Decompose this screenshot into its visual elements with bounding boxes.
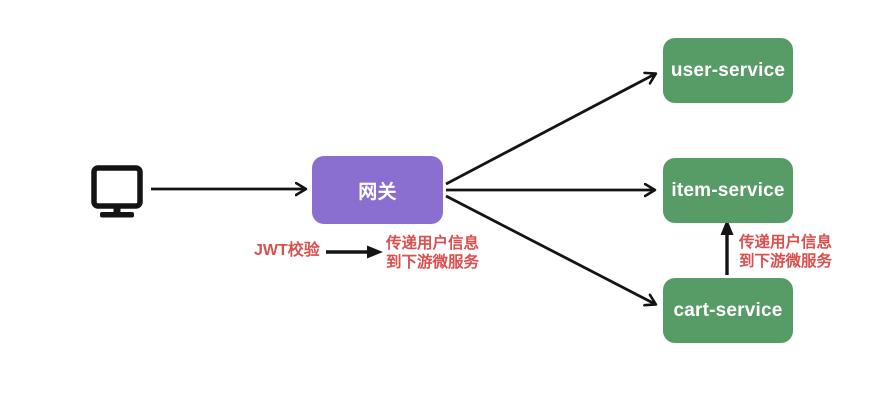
item-note-line1: 传递用户信息 bbox=[739, 234, 833, 251]
service-node-item: item-service bbox=[663, 158, 793, 223]
item-note-line2: 到下游微服务 bbox=[739, 252, 833, 270]
jwt-verification-label: JWT校验 bbox=[254, 242, 320, 259]
service-node-cart: cart-service bbox=[663, 278, 793, 343]
gateway-label: 网关 bbox=[358, 181, 397, 203]
arrow-gateway-to-cart-service bbox=[445, 194, 655, 304]
service-label-item: item-service bbox=[671, 179, 785, 201]
item-service-note: 传递用户信息 到下游微服务 bbox=[739, 234, 832, 271]
gateway-node: 网关 bbox=[312, 156, 443, 224]
gateway-note: 传递用户信息 到下游微服务 bbox=[386, 235, 479, 272]
gateway-note-line2: 到下游微服务 bbox=[386, 253, 480, 271]
gateway-note-line1: 传递用户信息 bbox=[386, 235, 480, 252]
service-node-user: user-service bbox=[663, 38, 793, 103]
monitor-icon bbox=[91, 165, 143, 218]
service-label-cart: cart-service bbox=[673, 299, 783, 321]
service-label-user: user-service bbox=[670, 59, 786, 81]
arrow-gateway-to-user-service bbox=[445, 74, 655, 186]
